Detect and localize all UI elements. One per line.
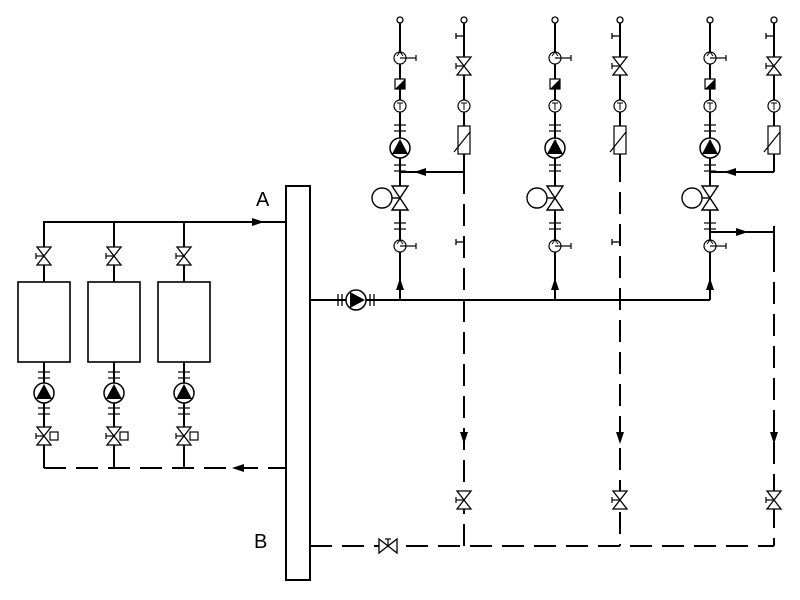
pump-icon [544, 137, 566, 159]
flow-arrow-icon [736, 228, 748, 236]
flow-arrow-icon [706, 278, 714, 290]
label-a: A [256, 189, 270, 211]
valve-icon [105, 246, 122, 266]
boiler-2 [87, 281, 141, 363]
main-return-line [310, 538, 774, 554]
pump-icon [33, 382, 55, 404]
valve-icon [765, 56, 782, 76]
heating-loop-1 [371, 16, 472, 546]
flow-arrow-icon [551, 278, 559, 290]
valve-icon [378, 538, 398, 554]
flow-arrow-icon [414, 168, 426, 176]
flow-arrow-icon [396, 278, 404, 290]
actuator-icon [453, 125, 471, 155]
valve-icon [455, 490, 472, 510]
valve-icon [35, 246, 52, 266]
boiler-group [17, 218, 286, 472]
pump-icon [389, 137, 411, 159]
flow-arrow-icon [770, 432, 778, 444]
boiler-3 [157, 281, 211, 363]
valve-icon [765, 490, 782, 510]
flow-arrow-icon [724, 168, 736, 176]
heating-loop-3 [681, 16, 782, 546]
pump-icon [699, 137, 721, 159]
flow-arrow-icon [616, 432, 624, 444]
pump-icon [103, 382, 125, 404]
flow-arrow-icon [460, 432, 468, 444]
main-supply-line [310, 289, 710, 311]
actuator-icon [763, 125, 781, 155]
valve-icon [611, 490, 628, 510]
valve-icon [611, 56, 628, 76]
actuator-icon [609, 125, 627, 155]
heating-loop-2 [526, 16, 628, 546]
boiler-1 [17, 281, 71, 363]
flow-arrow-icon [252, 218, 264, 226]
pump-icon [345, 289, 367, 311]
flow-arrow-icon [232, 464, 244, 472]
valve-icon [175, 246, 192, 266]
label-b: B [254, 531, 267, 553]
pump-icon [173, 382, 195, 404]
valve-icon [455, 56, 472, 76]
header-manifold [285, 185, 311, 581]
